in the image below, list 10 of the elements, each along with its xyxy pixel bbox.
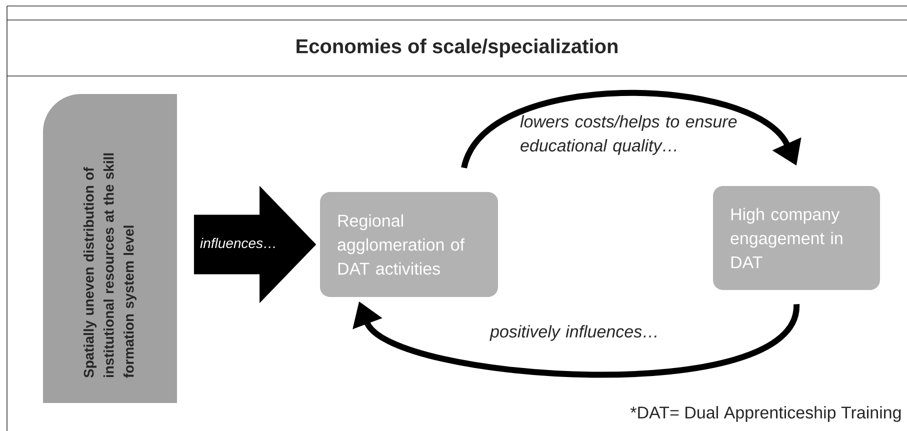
arrow [194, 186, 316, 303]
process-box: High company engagement in DAT [713, 186, 880, 290]
arrow [461, 90, 802, 169]
title: Economies of scale/specialization [296, 38, 618, 58]
edge-label: lowers costs/helps to ensure educational quality… [520, 115, 737, 155]
process-box: Spatially uneven distribution of institutional resources at the skill formation system level [43, 94, 177, 403]
edge-label: influences… [200, 238, 275, 248]
process-box: Regional agglomeration of DAT activities [320, 192, 498, 297]
footnote: *DAT= Dual Apprenticeship Training [630, 406, 901, 422]
edge-label: positively influences… [490, 325, 656, 341]
